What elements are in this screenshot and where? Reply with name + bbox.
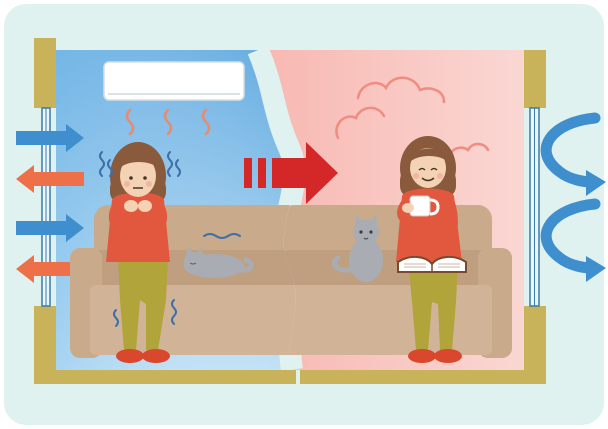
air-conditioner-icon bbox=[104, 62, 244, 100]
right-window bbox=[530, 108, 539, 306]
slipper bbox=[434, 349, 462, 363]
slipper bbox=[142, 349, 170, 363]
floor-right bbox=[300, 370, 546, 384]
sofa-cold bbox=[70, 205, 304, 358]
sofa-warm bbox=[280, 205, 512, 358]
slipper bbox=[116, 349, 144, 363]
slipper bbox=[408, 349, 436, 363]
left-wall-top bbox=[34, 38, 56, 108]
floor-left bbox=[34, 370, 296, 384]
right-wall-top bbox=[524, 50, 546, 108]
